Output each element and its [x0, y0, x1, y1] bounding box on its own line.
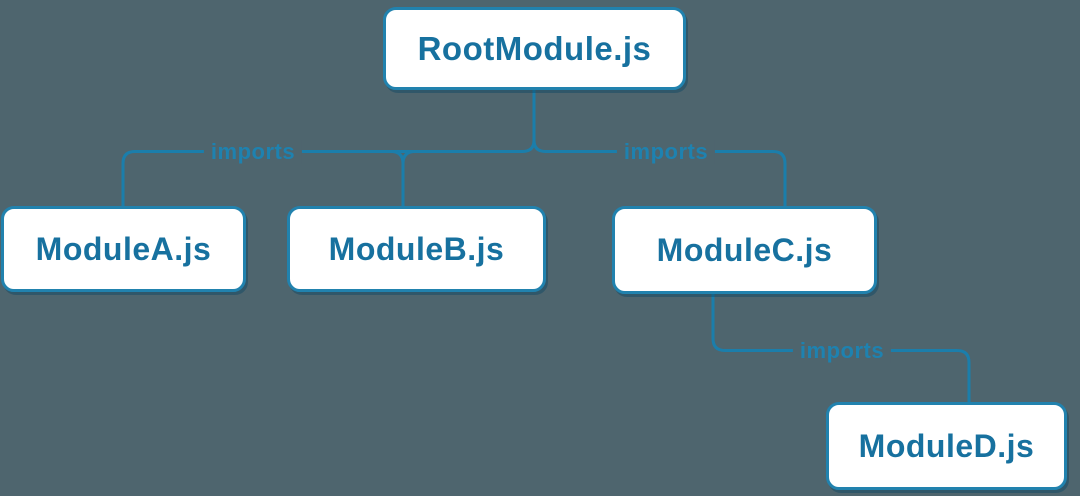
node-moduleD-label: ModuleD.js [858, 427, 1035, 464]
node-moduleA-label: ModuleA.js [35, 230, 212, 267]
edge-label-imports-moduleC: imports [616, 140, 716, 164]
node-moduleC-label: ModuleC.js [656, 231, 833, 268]
edge-label-imports-moduleD: imports [792, 339, 892, 363]
node-rootmodule-label: RootModule.js [417, 29, 652, 67]
node-rootmodule: RootModule.js [383, 7, 686, 90]
node-moduleB-label: ModuleB.js [328, 230, 505, 267]
edge-branch-to-moduleB [390, 150, 416, 206]
edge-root-to-moduleC [532, 139, 787, 206]
edge-root-to-moduleA [121, 90, 536, 206]
edge-label-imports-moduleA: imports [203, 140, 303, 164]
node-moduleC: ModuleC.js [612, 206, 877, 294]
node-moduleB: ModuleB.js [287, 206, 546, 292]
node-moduleA: ModuleA.js [1, 206, 246, 292]
node-moduleD: ModuleD.js [826, 402, 1067, 490]
